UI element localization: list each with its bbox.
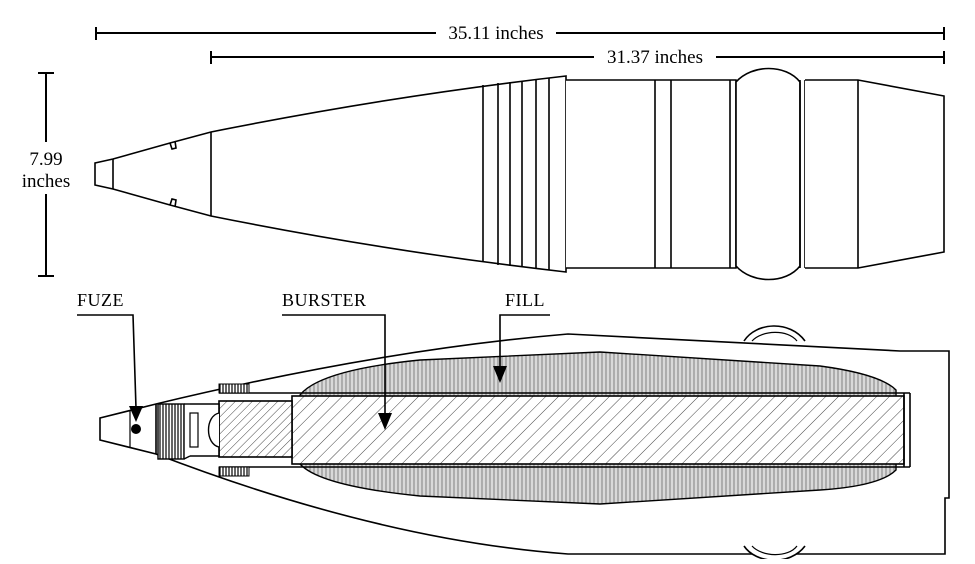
cutaway-view: [99, 325, 950, 561]
body-length-dimension: 31.37 inches: [210, 47, 945, 68]
diameter-dimension: 7.99 inches: [22, 72, 71, 277]
body-length-label: 31.37 inches: [607, 47, 703, 68]
burster-tube: [291, 395, 905, 465]
exterior-view: [94, 67, 945, 281]
rotating-band: [735, 67, 801, 281]
fill-label: FILL: [505, 290, 545, 310]
exterior-ogive-outline: [94, 75, 567, 273]
overall-length-dimension: 35.11 inches: [95, 23, 945, 44]
fuze-callout: FUZE: [77, 290, 143, 422]
diameter-value: 7.99: [29, 149, 62, 170]
fill-callout: FILL: [493, 290, 550, 383]
fuze-point: [131, 424, 141, 434]
overall-length-label: 35.11 inches: [448, 23, 543, 44]
burster-label: BURSTER: [282, 290, 367, 310]
fuze-label: FUZE: [77, 290, 124, 310]
fuze-threads: [157, 403, 185, 460]
booster-charge: [218, 400, 293, 458]
burster-callout: BURSTER: [282, 290, 392, 430]
diameter-unit: inches: [22, 171, 71, 192]
exterior-base-outline: [805, 79, 945, 269]
exterior-body-outline: [566, 79, 737, 269]
